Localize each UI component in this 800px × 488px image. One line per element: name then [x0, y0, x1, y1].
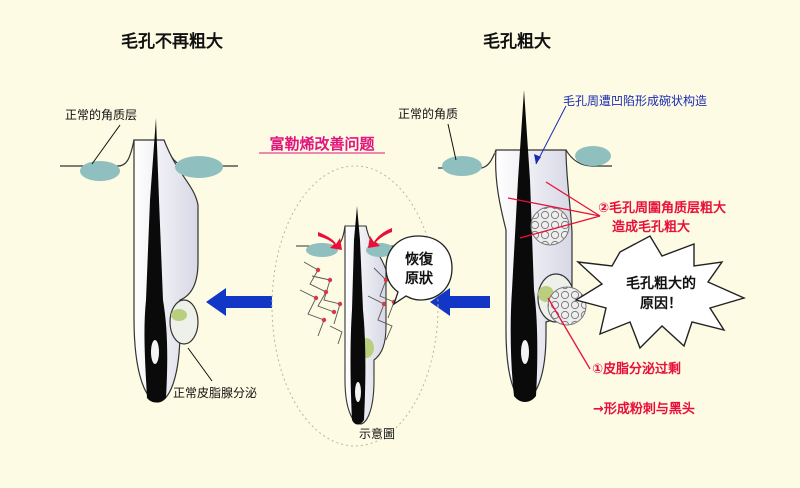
bubble-text-line2: 原狀: [405, 270, 434, 287]
center-schematic-outline: [271, 165, 439, 447]
label-cause1-result: →形成粉刺与黑头: [593, 401, 695, 417]
right-label-stratum: 正常的角质: [398, 106, 458, 121]
cause2-pointer-b: [545, 181, 601, 217]
cause-starburst: [574, 235, 747, 350]
label-cause1: ①皮脂分泌过剩: [592, 361, 681, 377]
right-skin-line-right: [565, 149, 612, 167]
center-caption: 示意圖: [359, 426, 395, 441]
contraction-arrows-icon: [318, 228, 392, 250]
left-sebaceous-gland: [169, 299, 199, 345]
left-sebum-spot: [171, 309, 187, 321]
starburst-line1: 毛孔粗大的: [626, 275, 696, 292]
center-panel: 富勒烯改善问题: [259, 135, 453, 447]
left-label-stratum-line: [91, 124, 121, 165]
left-label-stratum: 正常的角质层: [65, 107, 137, 122]
left-panel: 毛孔不再粗大 正常的角质层 正常皮脂腺分泌: [60, 31, 257, 403]
left-title: 毛孔不再粗大: [121, 31, 223, 52]
right-hair: [510, 90, 538, 402]
left-label-gland: 正常皮脂腺分泌: [173, 385, 257, 400]
cause2-pointer-a: [507, 197, 601, 217]
arrow-to-center-icon: [430, 288, 490, 316]
label-bowl-line: [535, 105, 567, 165]
right-blue-arrow: [430, 288, 490, 316]
center-headline: 富勒烯改善问题: [269, 135, 375, 153]
center-hair: [350, 206, 366, 425]
right-panel: 毛孔粗大 毛孔周遭凹陷形成碗状构造 正常的角质 ②毛孔周圍角质层粗大 造成毛孔粗…: [398, 31, 747, 417]
cause1-pointer: [547, 297, 591, 370]
left-blue-arrow: [206, 288, 272, 316]
left-stratum-right: [175, 156, 223, 178]
label-bowl-arrowhead-icon: [534, 154, 541, 164]
label-bowl: 毛孔周遭凹陷形成碗状构造: [563, 93, 707, 108]
left-skin-line: [60, 139, 135, 167]
center-hair-bulb: [355, 382, 361, 402]
left-hair: [144, 118, 168, 403]
arrow-to-left-icon: [206, 288, 272, 316]
center-stratum-left: [306, 243, 338, 257]
right-title: 毛孔粗大: [483, 31, 551, 52]
starburst-line2: 原因！: [640, 296, 682, 312]
right-hair-bulb: [521, 340, 529, 364]
left-stratum-left: [80, 161, 120, 181]
fullerene-ball-lower-pattern: [548, 287, 586, 325]
right-label-stratum-line: [447, 123, 457, 161]
left-hair-bulb: [151, 340, 159, 364]
fullerene-molecules-icon: [299, 261, 395, 345]
left-label-gland-line: [187, 347, 213, 382]
label-cause2-line2: 造成毛孔粗大: [612, 219, 690, 235]
bubble-text-line1: 恢復: [405, 251, 434, 268]
right-stratum-right: [575, 146, 611, 166]
cause2-pointer-c: [519, 215, 601, 239]
restore-speech-bubble: [385, 235, 453, 306]
molecule-atoms-icon: [313, 267, 397, 323]
fullerene-ball-upper-pattern: [531, 207, 569, 245]
right-stratum-left: [442, 156, 482, 176]
label-cause2-line1: ②毛孔周圍角质层粗大: [598, 200, 726, 216]
